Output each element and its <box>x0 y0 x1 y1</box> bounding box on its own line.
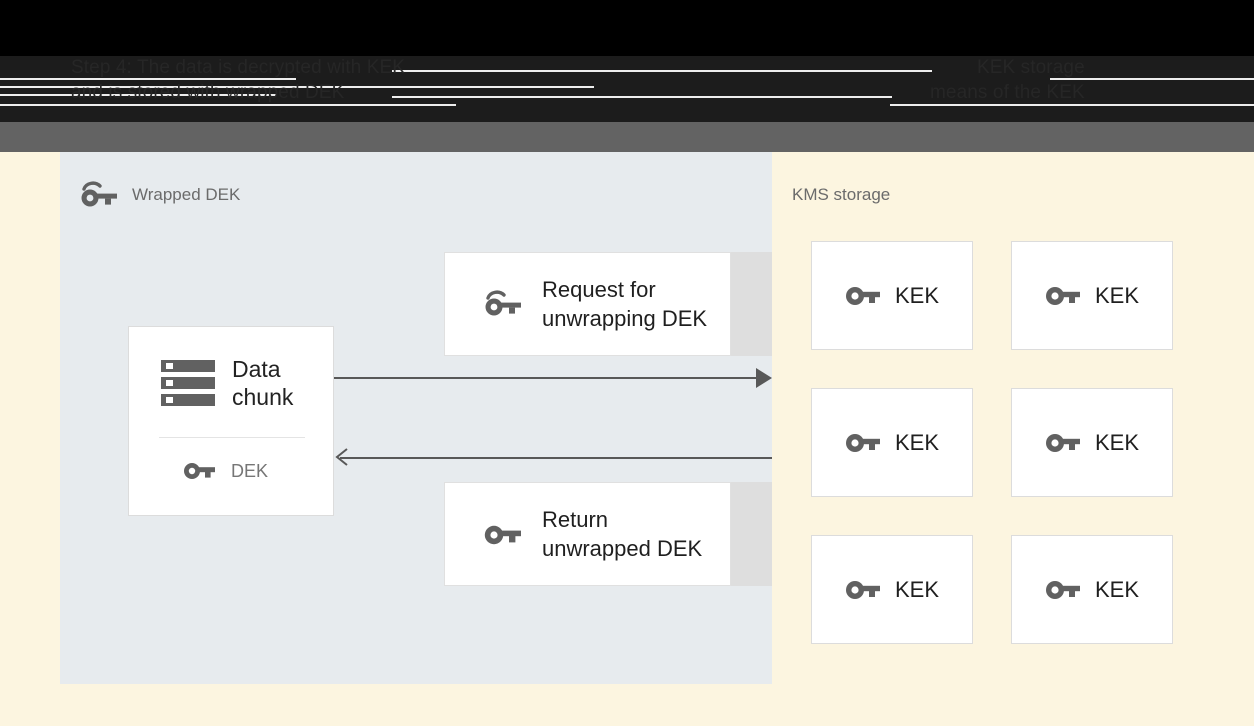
data-chunk-label: Data chunk <box>232 356 294 410</box>
key-icon <box>184 460 216 482</box>
kek-label: KEK <box>894 576 940 602</box>
arrow-to-kms-head <box>756 368 772 388</box>
kek-card: KEK <box>811 388 973 497</box>
card-divider <box>159 437 305 438</box>
return-message-box: Return unwrapped DEK <box>444 482 731 586</box>
kek-label: KEK <box>1094 576 1140 602</box>
arrow-from-kms-line <box>340 457 772 459</box>
key-icon <box>1045 283 1081 309</box>
data-chunk-row: Data chunk <box>161 355 293 411</box>
request-message-box: Request for unwrapping DEK <box>444 252 731 356</box>
kek-label: KEK <box>1094 429 1140 455</box>
kek-label: KEK <box>1094 282 1140 308</box>
banner-caption-right-line1: KEK storage <box>976 57 1085 78</box>
banner-caption-left-line2: and is stored with wrapped DEK <box>71 82 345 103</box>
banner-caption-left: Step 4: The data is decrypted with KEK a… <box>71 55 405 105</box>
kek-card: KEK <box>1011 535 1173 644</box>
key-icon <box>483 519 523 549</box>
banner-caption-left-line1: Step 4: The data is decrypted with KEK <box>71 57 406 78</box>
kek-card: KEK <box>1011 241 1173 350</box>
key-icon <box>845 283 881 309</box>
request-message-tail <box>731 252 773 356</box>
key-icon <box>845 430 881 456</box>
banner-caption-right: KEK storage means of the KEK <box>930 55 1085 105</box>
kek-label: KEK <box>894 282 940 308</box>
arrow-to-kms-line <box>334 377 764 379</box>
dek-row: DEK <box>184 460 268 482</box>
server-stack-icon <box>161 358 215 408</box>
banner-top-black <box>0 0 1254 56</box>
banner-caption-right-line2: means of the KEK <box>930 82 1085 103</box>
kek-label: KEK <box>894 429 940 455</box>
request-message-label: Request for unwrapping DEK <box>542 277 708 331</box>
key-icon <box>845 577 881 603</box>
wrapped-dek-title: Wrapped DEK <box>132 185 241 204</box>
kek-card: KEK <box>811 535 973 644</box>
kms-storage-title: KMS storage <box>792 185 891 204</box>
kek-card-grid: KEK KEK KEK <box>811 241 1173 644</box>
dek-label: DEK <box>231 460 269 481</box>
kek-card: KEK <box>811 241 973 350</box>
key-icon <box>1045 577 1081 603</box>
banner-caption-band <box>0 56 1254 122</box>
kek-card: KEK <box>1011 388 1173 497</box>
return-message-label: Return unwrapped DEK <box>542 507 703 561</box>
return-message-tail <box>731 482 773 586</box>
wrapped-key-icon <box>79 180 119 210</box>
arrow-from-kms-head <box>334 448 352 466</box>
key-icon <box>1045 430 1081 456</box>
data-chunk-card: Data chunk DEK <box>128 326 334 516</box>
wrapped-key-icon <box>483 289 523 319</box>
banner-gray-bar <box>0 122 1254 152</box>
